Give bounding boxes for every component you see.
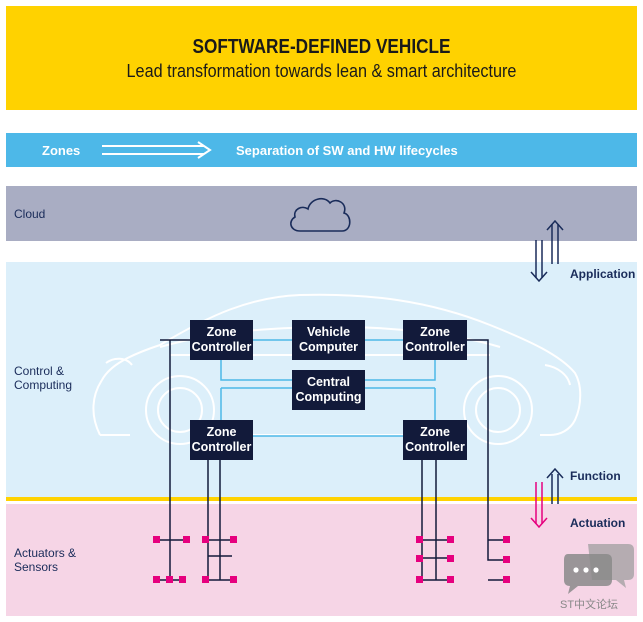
separation-label: Separation of SW and HW lifecycles (236, 143, 458, 158)
cloud-layer (6, 186, 637, 241)
zone-controller-bottom-left: Zone Controller (190, 420, 253, 460)
zones-bar (6, 133, 637, 167)
cloud-label: Cloud (14, 207, 46, 221)
box-line: Zone (420, 325, 450, 339)
control-label-1: Control & (14, 364, 65, 378)
actuation-label: Actuation (570, 516, 626, 530)
right-arrow-icon (102, 141, 212, 159)
vehicle-computer: Vehicle Computer (292, 320, 365, 360)
page-subtitle: Lead transformation towards lean & smart… (126, 61, 517, 81)
up-down-arrow-icon (530, 220, 564, 282)
cloud-icon (290, 197, 351, 232)
box-line: Zone (206, 325, 237, 339)
box-line: Controller (191, 340, 252, 354)
box-line: Vehicle (306, 325, 351, 339)
application-label: Application (570, 267, 636, 281)
box-line: Computing (295, 390, 362, 404)
zone-controller-bottom-right: Zone Controller (403, 420, 467, 460)
box-line: Controller (405, 340, 465, 354)
zone-controller-top-right: Zone Controller (403, 320, 467, 360)
control-label-2: Computing (14, 378, 73, 392)
chat-bubble-icon (564, 544, 634, 594)
watermark-text: ST中文论坛 (560, 599, 619, 611)
box-line: Computer (298, 340, 359, 354)
box-line: Controller (191, 440, 252, 454)
actuators-label-2: Sensors (14, 560, 59, 574)
central-computing: Central Computing (292, 370, 365, 410)
box-line: Controller (405, 440, 465, 454)
zones-label: Zones (42, 143, 81, 158)
function-label: Function (570, 469, 621, 483)
actuators-label-1: Actuators & (14, 546, 77, 560)
zone-controller-top-left: Zone Controller (190, 320, 253, 360)
function-actuation-arrow-icon (530, 467, 564, 529)
page-title: SOFTWARE-DEFINED VEHICLE (192, 36, 451, 58)
layer-divider (6, 497, 637, 501)
box-line: Central (306, 375, 351, 389)
box-line: Zone (206, 425, 237, 439)
box-line: Zone (420, 425, 450, 439)
header-banner (6, 6, 637, 110)
actuators-sensors-layer (6, 504, 637, 616)
